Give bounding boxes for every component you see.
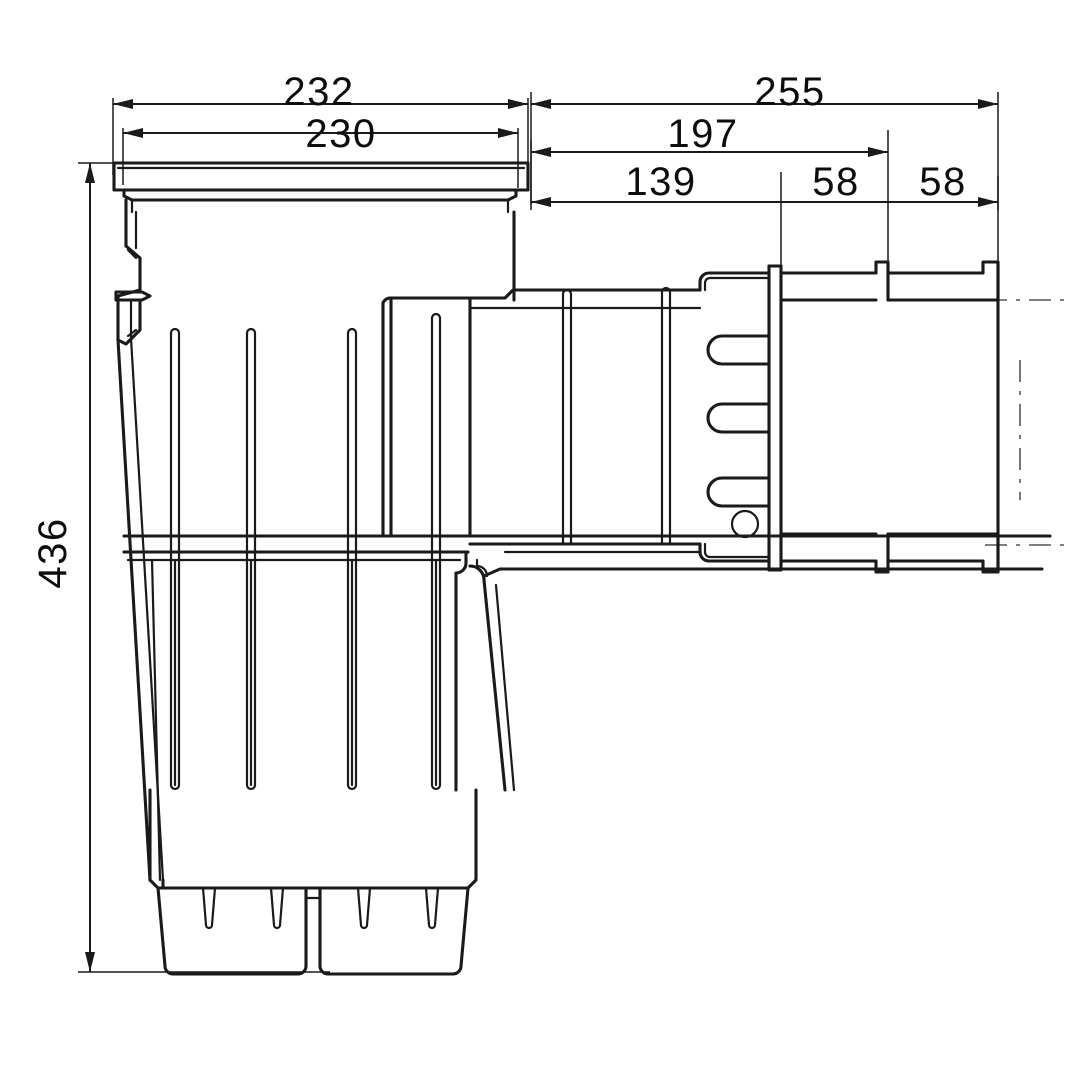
inner-baffle-box xyxy=(381,296,472,538)
throat-tube xyxy=(468,288,702,554)
dim-label-230: 230 xyxy=(305,112,376,156)
dimension-labels: 232 230 255 197 139 58 58 436 xyxy=(31,70,967,589)
sump-slots xyxy=(201,886,440,930)
nozzle-shoulders xyxy=(698,271,771,563)
main-flange-rail xyxy=(767,264,783,572)
collar xyxy=(122,188,518,214)
outer-sleeve xyxy=(779,260,1000,574)
dim-label-139: 139 xyxy=(625,160,696,204)
basket-support-shelf xyxy=(122,534,1052,562)
dim-label-58-right: 58 xyxy=(919,160,967,204)
dimension-lines xyxy=(85,99,998,972)
bolt-circle-icon xyxy=(730,509,760,539)
nozzle-lugs xyxy=(706,334,771,539)
inlet-weir-detail xyxy=(114,244,152,346)
dim-label-58-left: 58 xyxy=(812,160,860,204)
internal-ribs xyxy=(169,312,442,791)
dim-label-232: 232 xyxy=(283,70,354,114)
dim-label-436: 436 xyxy=(31,517,75,588)
lower-rib-tails xyxy=(150,558,438,882)
lower-gusset xyxy=(454,550,1044,792)
sump-legs xyxy=(156,886,470,976)
extension-lines xyxy=(78,92,999,973)
skimmer-body-geometry xyxy=(112,161,1052,976)
dim-label-255: 255 xyxy=(754,70,825,114)
basket-bottom xyxy=(148,788,478,890)
dim-label-197: 197 xyxy=(667,112,738,156)
lid-flange xyxy=(112,161,530,192)
throat-ribs xyxy=(561,286,672,546)
